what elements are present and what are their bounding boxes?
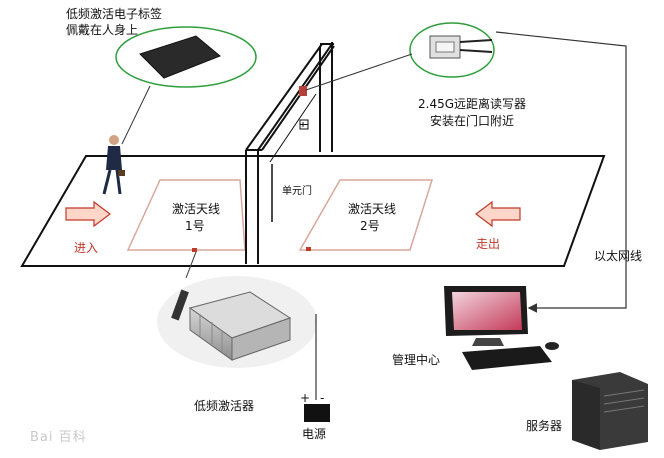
antenna-connector-2 bbox=[306, 247, 311, 251]
power-plus-label: + bbox=[300, 391, 311, 405]
reader-device-icon bbox=[429, 35, 493, 59]
tag-label-line2: 佩戴在人身上 bbox=[66, 23, 139, 37]
enter-label: 进入 bbox=[74, 241, 99, 255]
antenna1-label-line2: 1号 bbox=[185, 219, 205, 233]
enter-arrow bbox=[65, 200, 111, 228]
person-icon bbox=[102, 135, 125, 195]
power-label: 电源 bbox=[302, 427, 327, 441]
reader-link bbox=[305, 53, 413, 91]
antenna1-label-line1: 激活天线 bbox=[172, 202, 221, 216]
ethernet-route bbox=[495, 31, 627, 313]
antenna2-label-line1: 激活天线 bbox=[348, 202, 397, 216]
door-frame bbox=[245, 42, 335, 264]
activator-label: 低频激活器 bbox=[194, 399, 255, 413]
server-icon bbox=[572, 372, 648, 450]
floor-plane bbox=[20, 155, 606, 267]
server-label: 服务器 bbox=[526, 419, 563, 433]
power-minus-label: - bbox=[320, 391, 325, 405]
ethernet-label: 以太网线 bbox=[594, 249, 643, 263]
antenna-connector-1 bbox=[192, 248, 197, 252]
exit-arrow bbox=[475, 200, 521, 228]
antenna2-label-line2: 2号 bbox=[360, 219, 380, 233]
computer-icon bbox=[444, 286, 559, 370]
door-label: 单元门 bbox=[282, 186, 312, 197]
antenna-zone-2 bbox=[298, 179, 434, 251]
activator-link bbox=[185, 251, 197, 279]
door-reader-node bbox=[299, 86, 307, 96]
rfid-tag-icon bbox=[139, 35, 221, 79]
reader-label-line2: 安装在门口附近 bbox=[430, 114, 515, 128]
tag-link bbox=[121, 85, 151, 145]
activator-device-icon bbox=[171, 289, 292, 361]
power-supply-icon bbox=[304, 404, 330, 422]
reader-label-line1: 2.45G远距离读写器 bbox=[418, 97, 527, 111]
management-label: 管理中心 bbox=[392, 353, 441, 367]
baidu-watermark: Bai 百科 bbox=[30, 430, 87, 445]
tag-label-line1: 低频激活电子标签 bbox=[66, 7, 163, 21]
exit-label: 走出 bbox=[476, 237, 501, 251]
